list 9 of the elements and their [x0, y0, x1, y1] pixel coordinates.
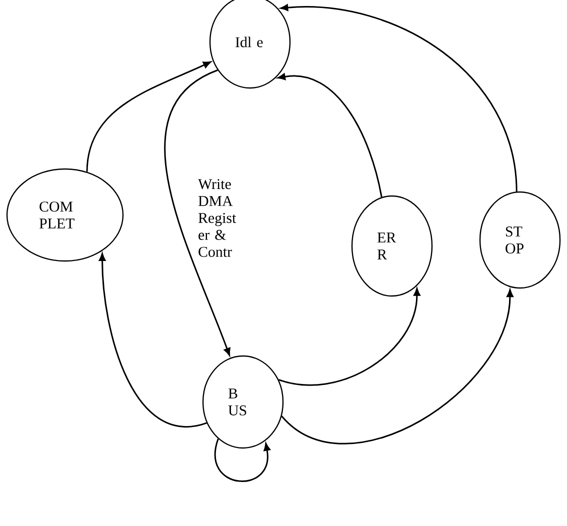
arrow — [281, 289, 514, 444]
edge-label: Write DMA Regist er & Contr — [197, 178, 247, 258]
arrow — [98, 253, 207, 428]
arrow — [278, 73, 382, 198]
arrow — [214, 438, 270, 482]
arrow — [280, 4, 518, 192]
arrow — [278, 288, 420, 386]
arrow — [86, 61, 211, 172]
arrow — [164, 69, 230, 356]
